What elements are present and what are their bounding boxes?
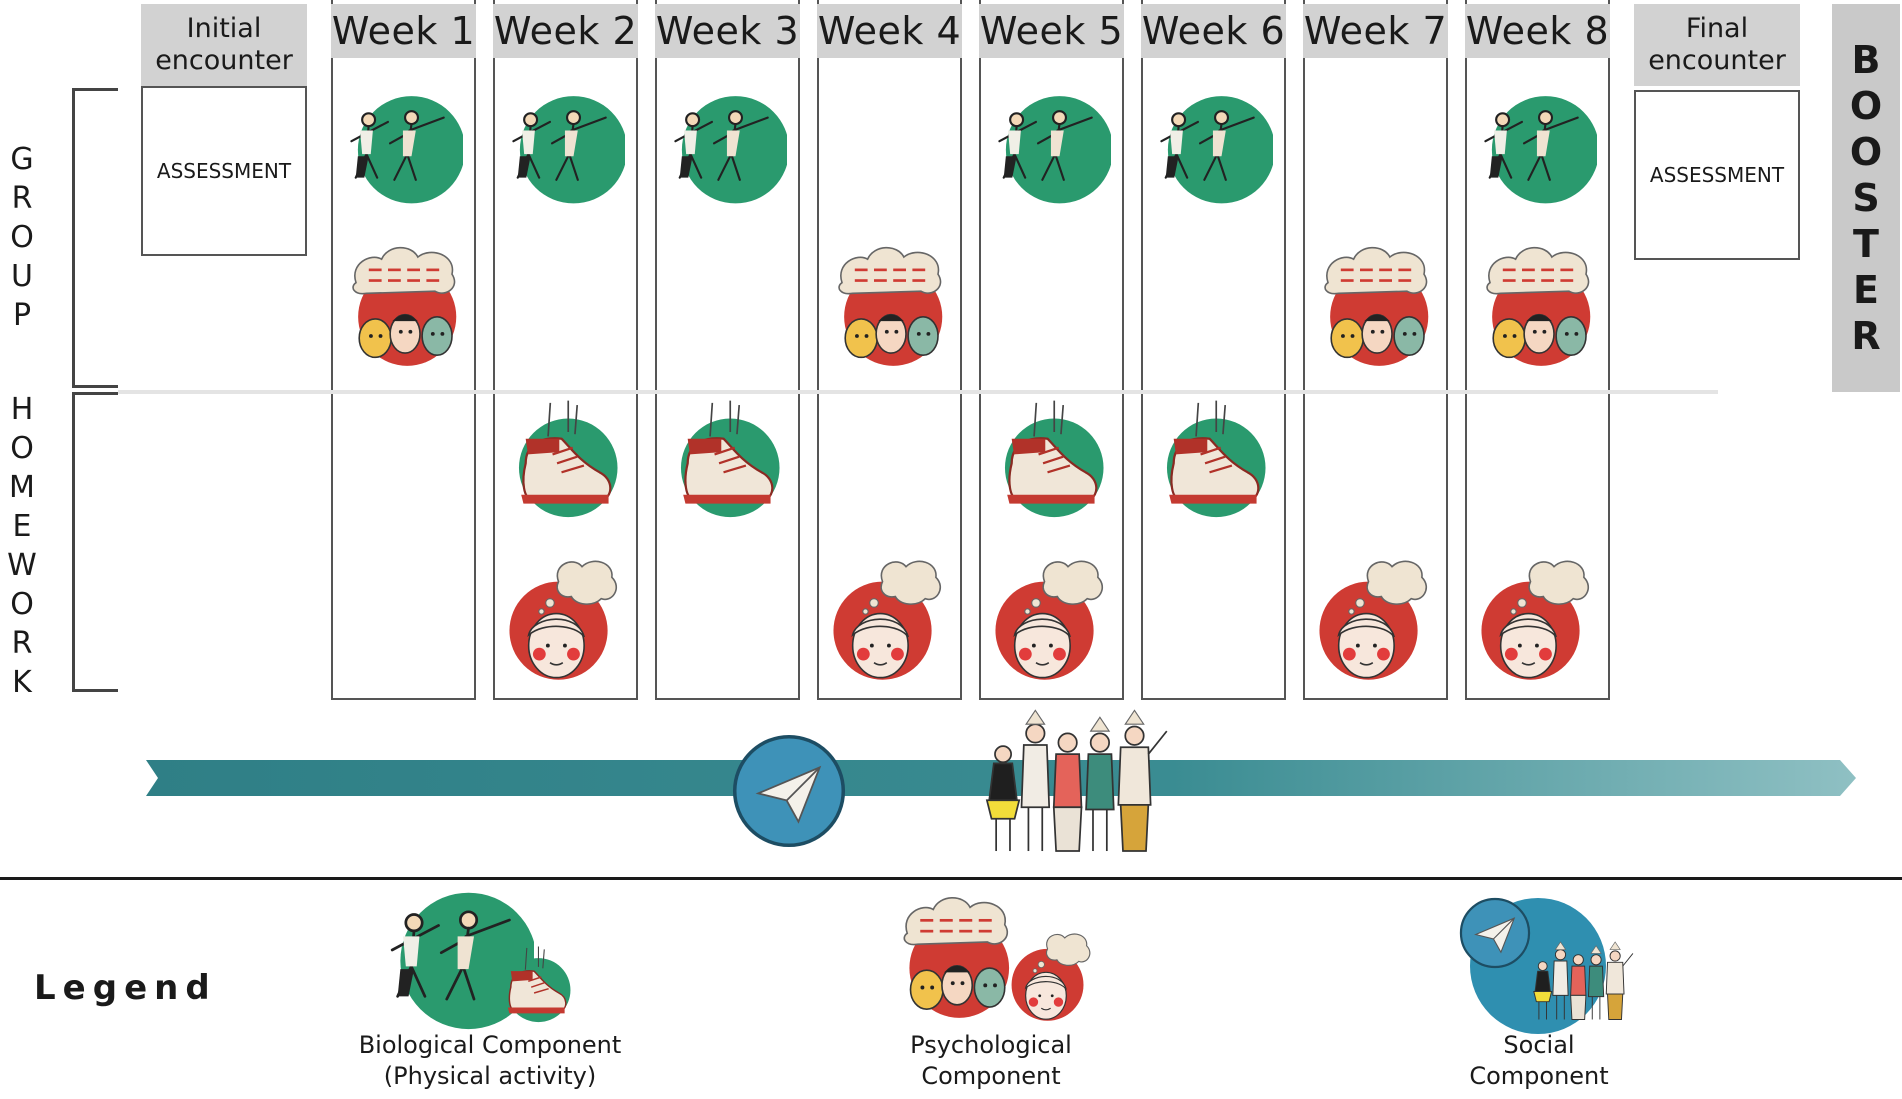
legend-title: Legend [34, 968, 217, 1008]
group-letter: G [10, 142, 34, 177]
thought-cloud-faces-icon [1479, 240, 1597, 368]
week-header: Week 7 [1303, 4, 1448, 58]
legend-psychological-line1: Psychological [910, 1031, 1072, 1059]
crowd-icon [980, 708, 1176, 858]
homework-letter: W [7, 548, 37, 583]
dancing-people-icon [507, 94, 625, 212]
homework-letter: H [10, 392, 34, 427]
week-header: Week 8 [1465, 4, 1610, 58]
dancing-people-icon [1479, 94, 1597, 212]
booster-letter: S [1852, 176, 1880, 220]
thinking-face-icon [1479, 556, 1597, 684]
sneaker-icon [672, 398, 784, 522]
final-assessment-label: ASSESSMENT [1649, 163, 1785, 187]
final-encounter-line1: Final [1685, 13, 1749, 44]
booster-letter: O [1849, 130, 1883, 174]
thought-cloud-faces-icon [831, 240, 949, 368]
homework-letter: E [12, 509, 32, 544]
legend-thought-cloud-faces-icon [896, 890, 1016, 1020]
thought-cloud-faces-icon [1317, 240, 1435, 368]
legend-thinking-face-icon [1010, 930, 1096, 1024]
thinking-face-icon [831, 556, 949, 684]
homework-bracket [72, 392, 118, 692]
homework-letter: O [10, 587, 34, 622]
sneaker-icon [1158, 398, 1270, 522]
booster-letter: T [1853, 222, 1879, 266]
final-assessment-box: ASSESSMENT [1634, 90, 1800, 260]
booster-letter: E [1853, 268, 1879, 312]
group-letter: U [11, 259, 33, 294]
homework-letter: K [12, 665, 32, 700]
initial-encounter-line2: encounter [155, 45, 293, 76]
thinking-face-icon [1317, 556, 1435, 684]
legend-psychological-label: Psychological Component [866, 1030, 1116, 1092]
paper-plane-icon [730, 732, 848, 850]
homework-letter: R [11, 626, 33, 661]
initial-assessment-label: ASSESSMENT [156, 159, 292, 183]
week-header: Week 6 [1141, 4, 1286, 58]
booster-letter: B [1851, 38, 1881, 82]
dancing-people-icon [345, 94, 463, 212]
week-header: Week 2 [493, 4, 638, 58]
thought-cloud-faces-icon [345, 240, 463, 368]
week-header: Week 4 [817, 4, 962, 58]
legend-social-line1: Social [1503, 1031, 1575, 1059]
homework-letter: M [9, 470, 35, 505]
week-header: Week 5 [979, 4, 1124, 58]
homework-letter: O [10, 431, 34, 466]
legend-biological-line2: (Physical activity) [383, 1062, 597, 1090]
legend-crowd-icon [1530, 940, 1638, 1024]
legend-biological-label: Biological Component (Physical activity) [340, 1030, 640, 1092]
booster-letter: R [1851, 314, 1881, 358]
legend-biological-line1: Biological Component [358, 1031, 622, 1059]
dancing-people-icon [669, 94, 787, 212]
initial-assessment-box: ASSESSMENT [141, 86, 307, 256]
group-bracket [72, 88, 118, 388]
legend-social-line2: Component [1469, 1062, 1609, 1090]
thinking-face-icon [993, 556, 1111, 684]
sneaker-icon [996, 398, 1108, 522]
legend-psychological-line2: Component [921, 1062, 1061, 1090]
final-encounter-line2: encounter [1648, 45, 1786, 76]
group-letter: O [10, 220, 34, 255]
dancing-people-icon [993, 94, 1111, 212]
group-letter: R [11, 181, 33, 216]
dancing-people-icon [1155, 94, 1273, 212]
initial-encounter-line1: Initial [186, 13, 262, 44]
legend-social-label: Social Component [1414, 1030, 1664, 1092]
thinking-face-icon [507, 556, 625, 684]
legend-paper-plane-icon [1458, 896, 1532, 970]
week-header: Week 1 [331, 4, 476, 58]
legend-separator [0, 877, 1902, 880]
legend-sneaker-icon [500, 945, 574, 1025]
group-letter: P [12, 298, 32, 333]
initial-encounter-header: Initial encounter [141, 4, 307, 86]
final-encounter-header: Final encounter [1634, 4, 1800, 86]
sneaker-icon [510, 398, 622, 522]
group-homework-divider [118, 390, 1718, 394]
booster-letter: O [1849, 84, 1883, 128]
week-header: Week 3 [655, 4, 800, 58]
